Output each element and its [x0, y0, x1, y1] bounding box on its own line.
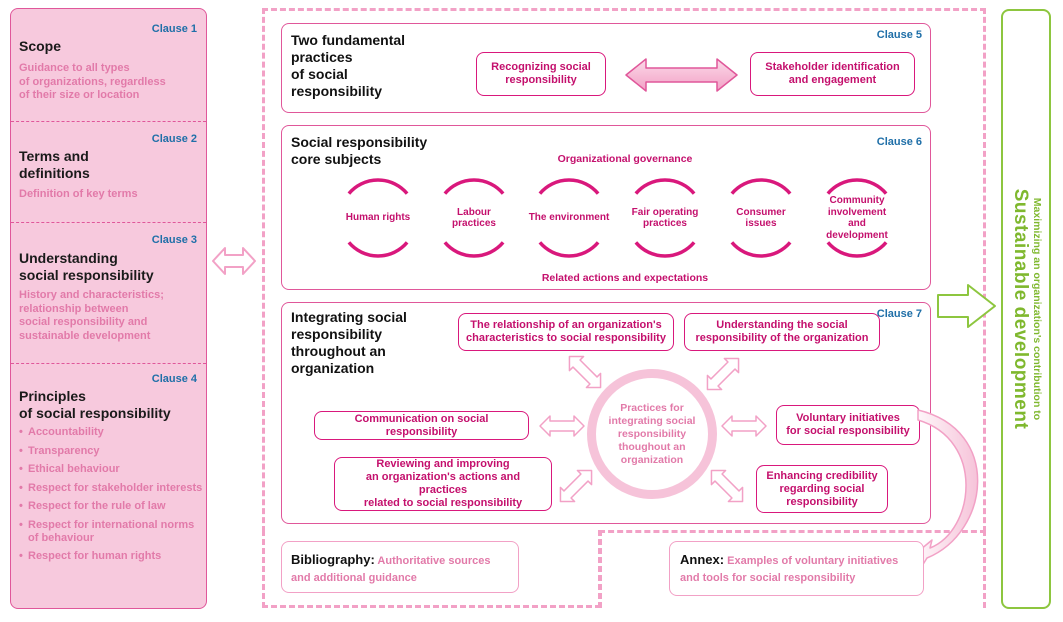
main-dashed-frame — [262, 8, 986, 532]
understanding-box: Understanding the social responsibility … — [684, 313, 880, 351]
core-subject-label: Human rights — [345, 212, 411, 224]
clauses-sidebar: Clause 1 Scope Guidance to all types of … — [10, 8, 207, 609]
core-subject-arc-icon — [538, 178, 600, 258]
core-subject: The environment — [528, 177, 610, 259]
core-subject: Fair operating practices — [624, 177, 706, 259]
core-subject: Community involvement and development — [816, 177, 898, 259]
box-title: Two fundamental practices of social resp… — [291, 32, 406, 99]
sustainable-text: Maximizing an organization's contributio… — [1009, 29, 1043, 589]
reviewing-box: Reviewing and improving an organization'… — [334, 457, 552, 511]
principle-item: Respect for international norms of behav… — [19, 519, 202, 545]
principle-item: Respect for the rule of law — [19, 500, 202, 513]
practice-stakeholder: Stakeholder identification and engagemen… — [750, 52, 915, 96]
double-arrow-icon — [212, 247, 256, 275]
double-arrow-icon — [625, 58, 738, 92]
practice-recognizing: Recognizing social responsibility — [476, 52, 606, 96]
clause-4-principles: Clause 4 Principles of social responsibi… — [11, 363, 206, 610]
clause-number: Clause 7 — [876, 308, 922, 320]
clause-5-box: Two fundamental practices of social resp… — [281, 23, 931, 113]
core-subject-arc-icon — [347, 178, 409, 258]
bibliography-box: Bibliography: Authoritative sources and … — [281, 541, 519, 593]
annex-box: Annex: Examples of voluntary initiatives… — [669, 541, 924, 596]
principle-item: Accountability — [19, 426, 202, 439]
section-description: Guidance to all types of organizations, … — [19, 62, 166, 101]
core-subject: Consumer issues — [720, 177, 802, 259]
horizontal-arrow-icon — [721, 415, 767, 437]
horizontal-arrow-icon — [539, 415, 585, 437]
principle-item: Transparency — [19, 445, 202, 458]
core-subject-label: Labour practices — [452, 206, 496, 230]
clause-number: Clause 1 — [151, 23, 197, 35]
clause-6-box: Social responsibility core subjects Clau… — [281, 125, 931, 290]
core-subject-label: Consumer issues — [736, 206, 786, 230]
core-subject-label: Fair operating practices — [631, 206, 699, 230]
annex-title: Annex: — [680, 552, 725, 567]
core-subject-arc-icon — [730, 178, 792, 258]
organizational-governance-label: Organizational governance — [557, 153, 693, 165]
core-subject: Human rights — [337, 177, 419, 259]
principle-item: Ethical behaviour — [19, 463, 202, 476]
section-description: History and characteristics; relationshi… — [19, 289, 164, 342]
core-subject-label: The environment — [528, 212, 610, 224]
curved-arrow-icon — [907, 409, 979, 567]
bibliography-title: Bibliography: — [291, 552, 375, 567]
core-subject-arc-icon — [826, 178, 888, 258]
clause-number: Clause 3 — [151, 234, 197, 246]
green-arrow-icon — [937, 284, 996, 328]
principles-list: Accountability Transparency Ethical beha… — [19, 426, 202, 569]
diagonal-arrow-icon — [706, 357, 740, 391]
core-subject-label: Community involvement and development — [826, 195, 888, 241]
section-title: Understanding social responsibility — [19, 250, 154, 283]
core-subject-arc-icon — [443, 178, 505, 258]
credibility-box: Enhancing credibility regarding social r… — [756, 465, 888, 513]
related-actions-label: Related actions and expectations — [541, 272, 709, 284]
diagonal-arrow-icon — [568, 355, 602, 389]
voluntary-initiatives-box: Voluntary initiatives for social respons… — [776, 405, 920, 445]
sustainable-development-box: Maximizing an organization's contributio… — [1001, 9, 1051, 609]
clause-1-scope: Clause 1 Scope Guidance to all types of … — [11, 9, 206, 121]
section-title: Principles of social responsibility — [19, 388, 171, 421]
annex-dashed-frame — [599, 530, 986, 608]
box-title: Integrating social responsibility throug… — [291, 309, 407, 376]
principle-item: Respect for stakeholder interests — [19, 482, 202, 495]
section-title: Terms and definitions — [19, 148, 90, 181]
principle-item: Respect for human rights — [19, 550, 202, 563]
box-title: Social responsibility core subjects — [291, 134, 428, 167]
section-description: Definition of key terms — [19, 188, 138, 200]
section-title: Scope — [19, 38, 62, 54]
clause-number: Clause 2 — [151, 133, 197, 145]
sustainable-caption: Maximizing an organization's contributio… — [1031, 197, 1043, 421]
bibliography-text: Bibliography: Authoritative sources and … — [291, 552, 491, 586]
core-subject-arc-icon — [634, 178, 696, 258]
clause-number: Clause 4 — [151, 373, 197, 385]
bibliography-desc: Authoritative sources and additional gui… — [291, 555, 491, 584]
communication-box: Communication on social responsibility — [314, 411, 529, 440]
clause-3-understanding: Clause 3 Understanding social responsibi… — [11, 222, 206, 363]
practices-center-circle: Practices for integrating social respons… — [587, 369, 717, 499]
sustainable-title: Sustainable development — [1010, 188, 1031, 430]
annex-desc: Examples of voluntary initiatives and to… — [680, 555, 899, 584]
annex-text: Annex: Examples of voluntary initiatives… — [680, 552, 898, 586]
diagonal-arrow-icon — [559, 469, 593, 503]
clause-2-terms: Clause 2 Terms and definitions Definitio… — [11, 121, 206, 222]
clause-number: Clause 6 — [876, 136, 922, 148]
clause-number: Clause 5 — [876, 29, 922, 41]
core-subject: Labour practices — [433, 177, 515, 259]
relationship-box: The relationship of an organization's ch… — [458, 313, 674, 351]
diagonal-arrow-icon — [710, 469, 744, 503]
